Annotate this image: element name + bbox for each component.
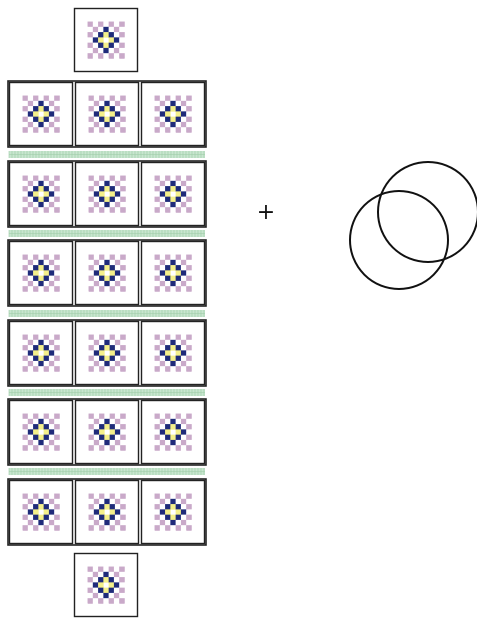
granny-square xyxy=(8,161,74,227)
granny-square xyxy=(73,552,139,618)
square-row-frame xyxy=(7,239,207,307)
granny-square xyxy=(140,161,206,227)
joining-strip xyxy=(8,468,205,475)
circles-group xyxy=(349,161,477,290)
joining-strip xyxy=(8,389,205,396)
granny-square xyxy=(74,161,140,227)
circle-outline xyxy=(349,190,449,290)
granny-square xyxy=(8,399,74,465)
joining-strip xyxy=(8,310,205,317)
square-row-frame xyxy=(7,160,207,228)
granny-square xyxy=(8,81,74,147)
plus-sign: + xyxy=(256,200,276,225)
square-row-frame xyxy=(7,80,207,148)
granny-square xyxy=(73,7,139,73)
granny-square xyxy=(140,479,206,545)
granny-square xyxy=(74,81,140,147)
granny-square xyxy=(74,240,140,306)
joining-strip xyxy=(8,151,205,158)
granny-square xyxy=(8,320,74,386)
square-row-frame xyxy=(7,478,207,546)
granny-square xyxy=(74,320,140,386)
granny-square xyxy=(74,399,140,465)
granny-square xyxy=(8,240,74,306)
granny-square xyxy=(8,479,74,545)
granny-square xyxy=(140,320,206,386)
granny-square xyxy=(140,240,206,306)
granny-square xyxy=(140,81,206,147)
granny-square xyxy=(140,399,206,465)
circle-outline xyxy=(377,161,477,263)
square-row-frame xyxy=(7,319,207,387)
granny-square xyxy=(74,479,140,545)
square-row-frame xyxy=(7,398,207,466)
granny-square-layout xyxy=(7,7,207,618)
joining-strip xyxy=(8,230,205,237)
